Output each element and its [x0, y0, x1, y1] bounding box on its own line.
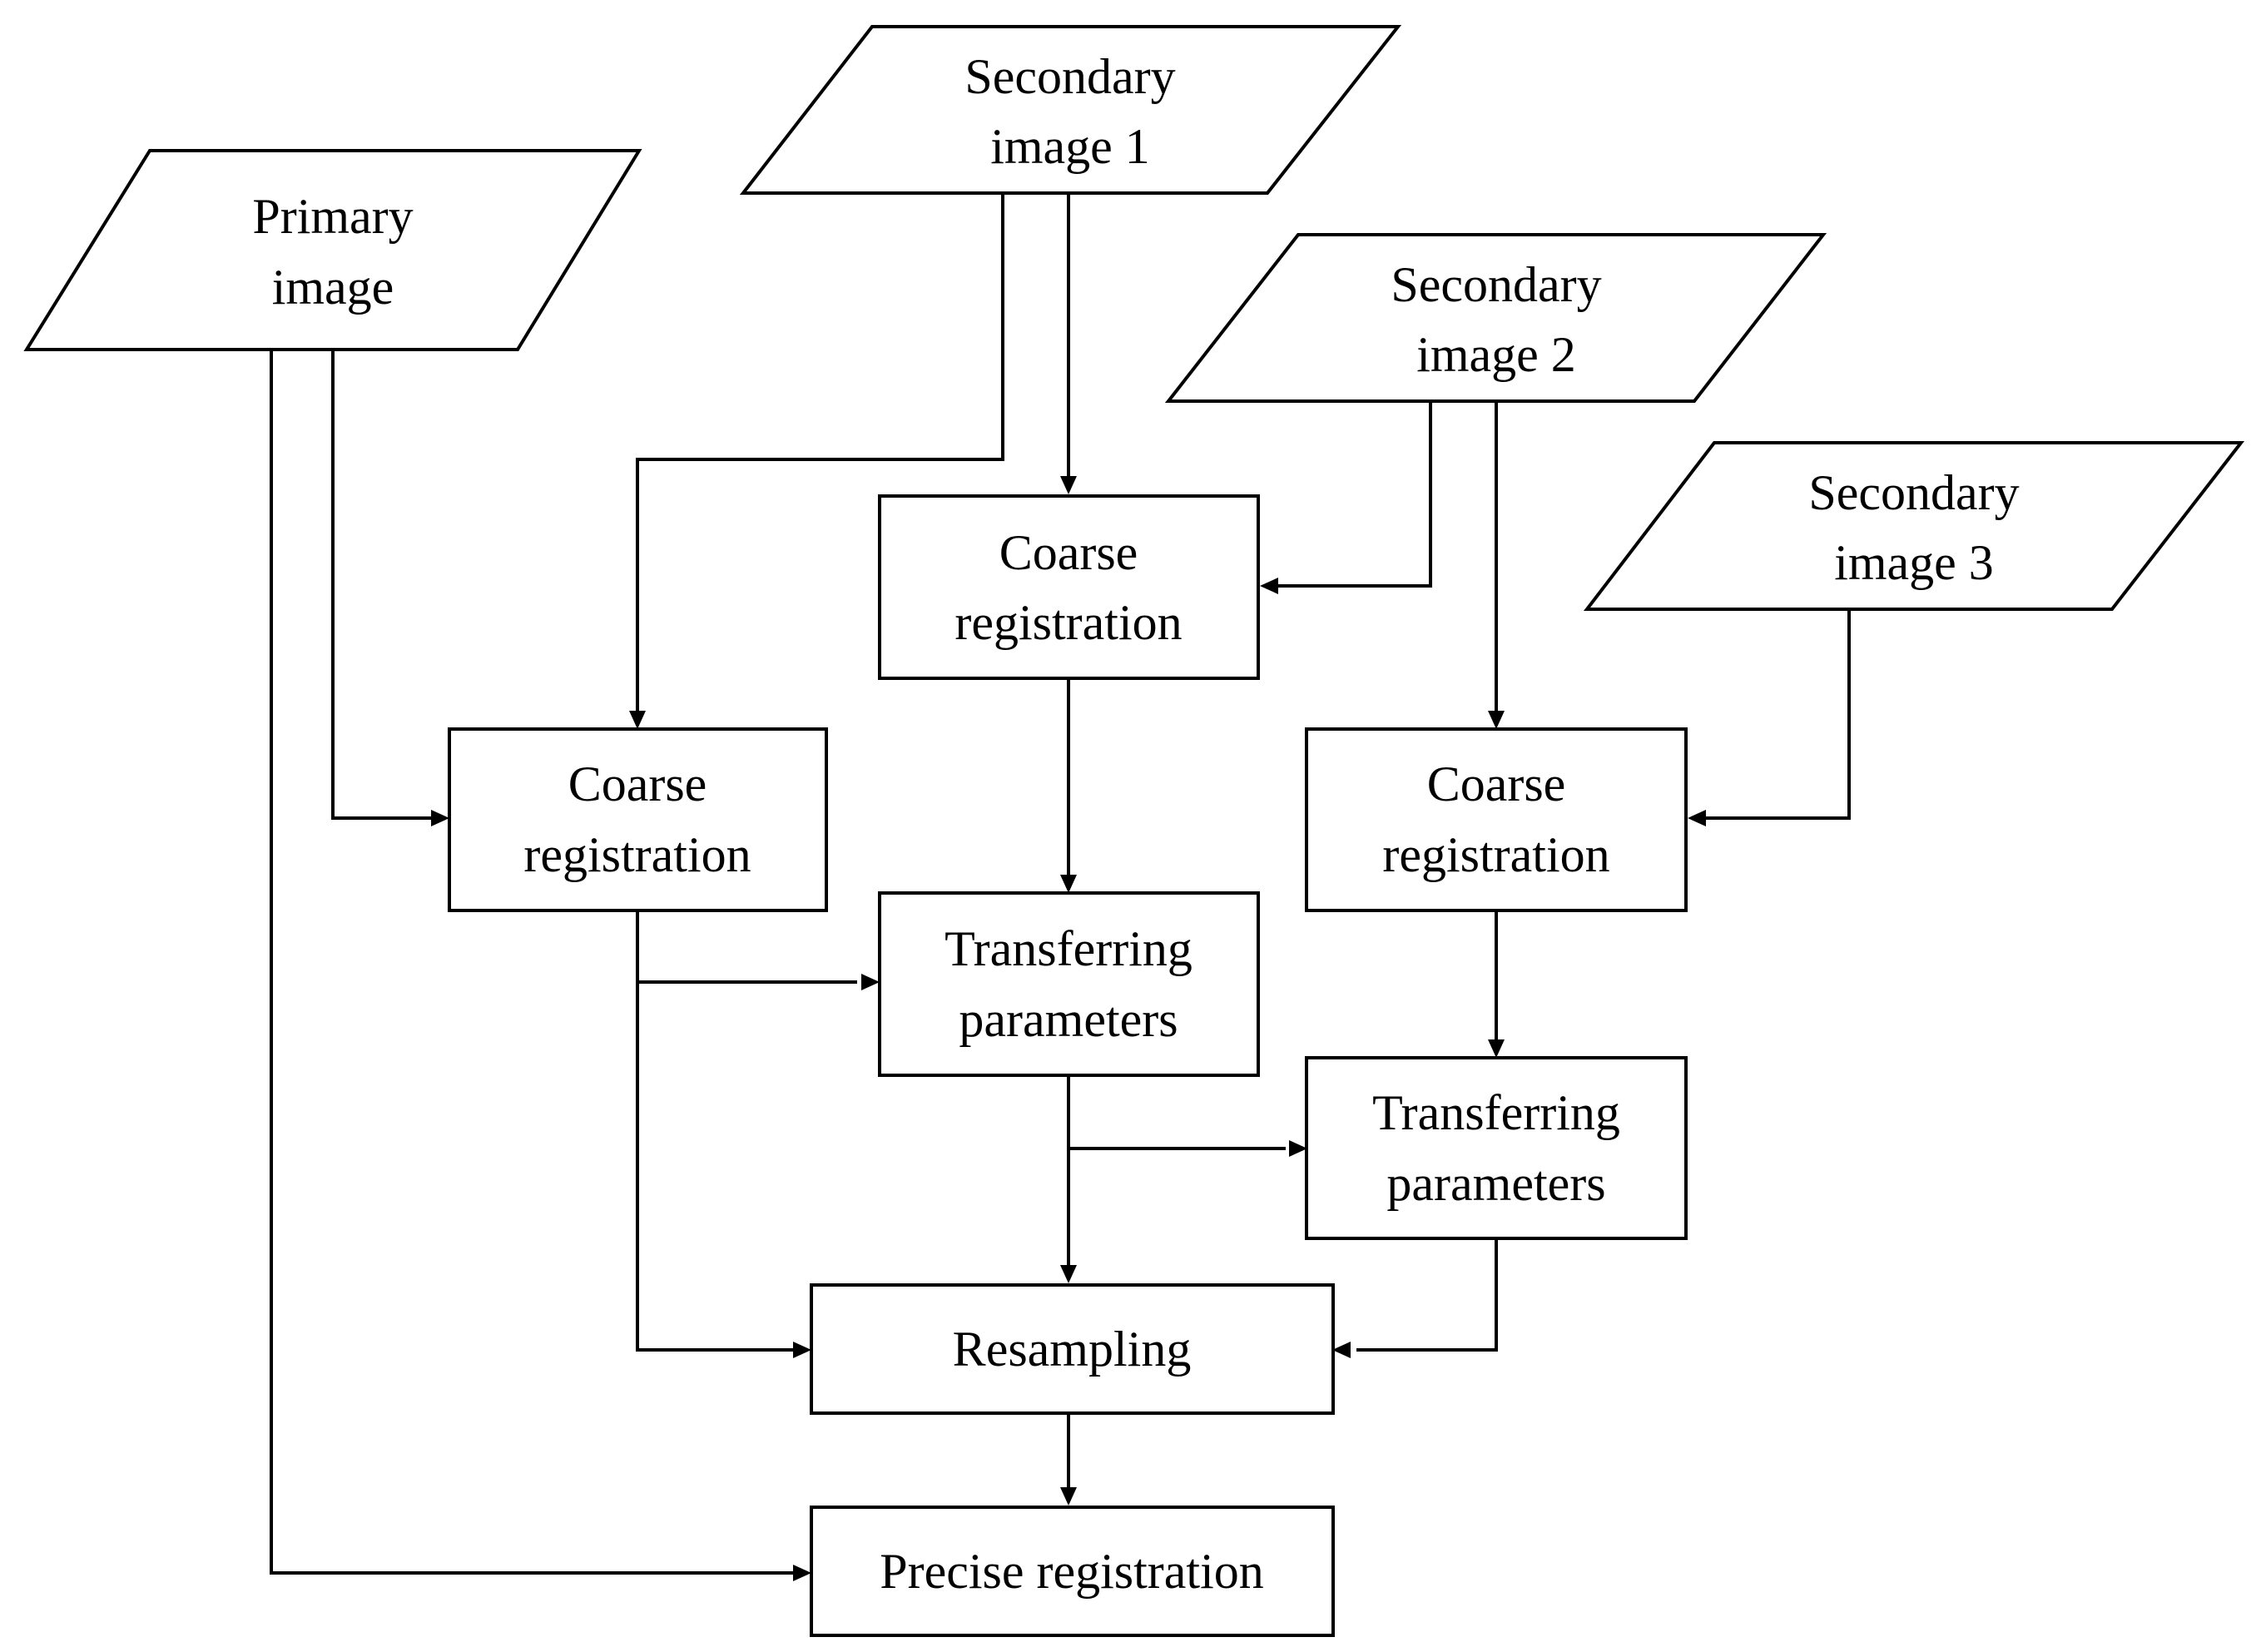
node-transferring-parameters-middle: Transferring parameters	[878, 891, 1260, 1077]
arrowhead-into-transfer-right-from-transfer-mid	[1289, 1140, 1307, 1157]
secondary-image-2-label-line2: image 2	[1416, 327, 1576, 382]
arrowhead-into-resampling-from-transfer-mid	[1060, 1265, 1077, 1283]
node-resampling: Resampling	[810, 1283, 1335, 1415]
arrowhead-into-transfer-mid-from-coarse-left	[861, 974, 880, 990]
primary-image-label-line1: Primary	[252, 189, 413, 244]
arrowhead-into-coarse-right-from-secondary2	[1488, 711, 1505, 729]
arrowhead-into-resampling-from-transfer-right	[1332, 1342, 1351, 1358]
arrowhead-into-coarse-mid-from-secondary2	[1260, 578, 1278, 594]
secondary-image-1-label-line2: image 1	[990, 119, 1150, 174]
node-precise-registration: Precise registration	[810, 1506, 1335, 1637]
primary-image-label-line2: image	[272, 260, 394, 315]
secondary-image-2-label-line1: Secondary	[1391, 257, 1601, 312]
node-coarse-registration-middle: Coarse registration	[878, 494, 1260, 680]
arrowhead-into-resampling-from-coarse-left	[793, 1342, 811, 1358]
node-coarse-registration-left: Coarse registration	[448, 727, 828, 912]
resampling-label: Resampling	[953, 1322, 1192, 1377]
secondary-image-2-shape	[1164, 233, 1827, 403]
coarse-registration-right-label-line2: registration	[1382, 827, 1609, 882]
transferring-parameters-middle-label-line1: Transferring	[945, 921, 1192, 976]
coarse-registration-middle-box	[878, 494, 1260, 680]
edge-coarse-left-to-resampling	[636, 910, 795, 1352]
coarse-registration-left-label-line2: registration	[523, 827, 751, 882]
arrowheads	[431, 476, 1706, 1581]
node-secondary-image-3: Secondary image 3	[1583, 441, 2245, 611]
secondary-image-1-shape	[739, 25, 1402, 195]
transferring-parameters-middle-label-line2: parameters	[959, 992, 1178, 1047]
arrowhead-into-coarse-right-from-secondary3	[1688, 810, 1706, 826]
coarse-registration-right-label-line1: Coarse	[1427, 757, 1566, 811]
precise-registration-box	[810, 1506, 1335, 1637]
secondary-image-1-label-line1: Secondary	[964, 49, 1175, 104]
arrowhead-into-transfer-mid-from-coarse-mid	[1060, 875, 1077, 893]
arrowhead-into-coarse-mid-from-secondary1	[1060, 476, 1077, 494]
secondary-image-3-shape	[1583, 441, 2245, 611]
precise-registration-label: Precise registration	[880, 1544, 1264, 1599]
arrowhead-into-precise-from-primary	[793, 1565, 811, 1581]
node-coarse-registration-right: Coarse registration	[1305, 727, 1688, 912]
transferring-parameters-right-box	[1305, 1056, 1688, 1240]
coarse-registration-middle-label-line1: Coarse	[999, 525, 1138, 580]
transferring-parameters-right-label-line1: Transferring	[1372, 1085, 1620, 1140]
arrowhead-into-coarse-left-from-secondary1	[629, 711, 646, 729]
secondary-image-3-label-line1: Secondary	[1808, 465, 2019, 520]
edge-secondary3-to-coarse-right	[1705, 609, 1851, 820]
node-secondary-image-1: Secondary image 1	[739, 25, 1402, 195]
arrowhead-into-transfer-right-from-coarse-right	[1488, 1039, 1505, 1058]
primary-image-shape	[23, 149, 642, 351]
coarse-registration-left-box	[448, 727, 828, 912]
secondary-image-3-label-line2: image 3	[1834, 535, 1994, 590]
arrowhead-into-precise-from-resampling	[1060, 1487, 1077, 1506]
connectors	[270, 193, 1851, 1575]
transferring-parameters-right-label-line2: parameters	[1386, 1156, 1605, 1211]
node-transferring-parameters-right: Transferring parameters	[1305, 1056, 1688, 1240]
edge-secondary2-to-coarse-mid	[1277, 401, 1432, 588]
edge-transfer-right-to-resampling	[1356, 1238, 1498, 1352]
edge-secondary1-to-coarse-left	[636, 193, 1004, 712]
coarse-registration-middle-label-line2: registration	[954, 595, 1182, 650]
coarse-registration-left-label-line1: Coarse	[568, 757, 707, 811]
coarse-registration-right-box	[1305, 727, 1688, 912]
arrowhead-into-coarse-left-from-primary	[431, 810, 449, 826]
edge-primary-to-coarse-left	[331, 350, 431, 820]
transferring-parameters-middle-box	[878, 891, 1260, 1077]
node-primary-image: Primary image	[23, 149, 642, 351]
edge-primary-to-precise	[270, 350, 795, 1575]
node-secondary-image-2: Secondary image 2	[1164, 233, 1827, 403]
resampling-box	[810, 1283, 1335, 1415]
